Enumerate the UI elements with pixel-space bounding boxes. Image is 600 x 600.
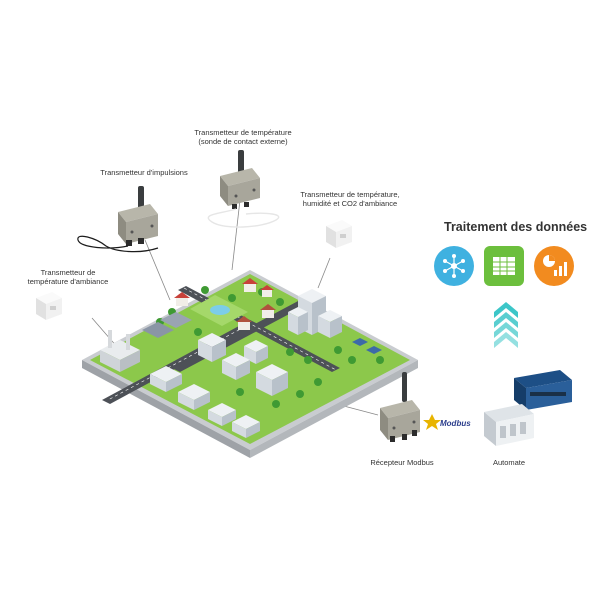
ambient-temp-label: Transmetteur de température d'ambiance	[27, 268, 109, 286]
upward-data-arrow	[494, 302, 518, 348]
ambient-temperature-sensor-device	[36, 292, 62, 320]
temp-contact-label: Transmetteur de température (sonde de co…	[194, 128, 292, 146]
isometric-city	[82, 270, 418, 458]
analytics-icon	[543, 255, 567, 276]
pulse-transmitter-device	[77, 186, 159, 253]
modbus-logo	[423, 414, 441, 430]
analytics-tile	[534, 246, 574, 286]
contact-temperature-transmitter-device	[207, 150, 280, 228]
modbus-receiver-label: Récepteur Modbus	[370, 458, 434, 467]
automate-label: Automate	[492, 458, 526, 467]
temp-humidity-co2-sensor-device	[326, 220, 352, 248]
spreadsheet-tile	[484, 246, 524, 286]
pulse-transmitter-label: Transmetteur d'impulsions	[100, 168, 188, 177]
network-icon	[443, 254, 465, 278]
connector-lines	[91, 199, 379, 416]
plc-automate-device	[484, 370, 572, 446]
temp-humid-co2-label: Transmetteur de température, humidité et…	[300, 190, 400, 208]
processing-title: Traitement des données	[444, 220, 588, 234]
modbus-logo-text: Modbus	[440, 419, 471, 428]
spreadsheet-icon	[493, 257, 515, 275]
network-tile	[434, 246, 474, 286]
modbus-receiver-device	[380, 372, 420, 442]
